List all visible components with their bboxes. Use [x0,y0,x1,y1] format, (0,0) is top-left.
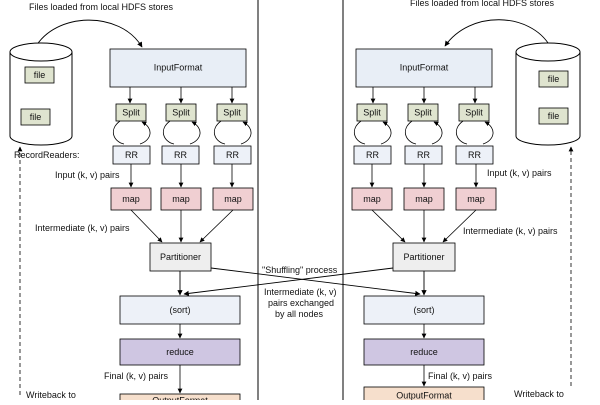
arrow-map-part-l3 [199,209,234,243]
rr-label-left-1: RR [125,150,138,160]
split-label-left-2: Split [172,107,190,117]
shuffling-label: "Shuffling" process [262,265,338,275]
final-pairs-label-right: Final (k, v) pairs [428,371,493,381]
inputformat-label-right: InputFormat [400,62,449,72]
partitioner-label-left: Partitioner [160,252,201,262]
exchanged-label-3: by all nodes [275,309,324,319]
rr-label-right-2: RR [417,150,430,160]
hdfs-store-left [9,42,73,146]
exchanged-label-1: Intermediate (k, v) [264,287,337,297]
file-to-inputformat-arrow-left [34,19,143,49]
loop-arrow-left-2b [189,121,201,145]
map-label-left-1: map [122,194,140,204]
split-box-right-1 [356,103,388,122]
rr-label-left-2: RR [174,150,187,160]
writeback-label-right: Writeback to [514,389,564,399]
inputformat-box-left [109,48,247,88]
rr-box-right-1 [353,145,392,165]
arrow-map-part-l1 [130,209,163,243]
input-pairs-label-left: Input (k, v) pairs [55,170,120,180]
shuffle-arrow-right-to-left [183,267,394,297]
arrow-map-part-r3 [442,209,477,243]
exchanged-label-2: pairs exchanged [268,298,334,308]
split-label-left-3: Split [223,107,241,117]
hdfs-store-right [515,42,581,146]
loop-arrow-right-1a [353,120,366,145]
loop-arrow-right-1b [380,121,392,145]
rr-label-right-3: RR [468,150,481,160]
rr-box-right-2 [404,145,443,165]
map-label-right-1: map [363,194,381,204]
rr-box-left-3 [213,145,252,165]
rr-box-right-3 [455,145,494,165]
outputformat-label-right: OutputFormat [396,390,452,400]
sort-box-right [363,295,485,325]
input-pairs-label-right: Input (k, v) pairs [487,168,552,178]
inputformat-label-left: InputFormat [154,62,203,72]
sort-box-left [119,295,241,325]
files-loaded-label-left: Files loaded from local HDFS stores [29,2,174,12]
rr-label-left-3: RR [226,150,239,160]
writeback-label-left: Writeback to [26,390,76,400]
partitioner-label-right: Partitioner [403,252,444,262]
reduce-label-left: reduce [166,347,194,357]
intermediate-pairs-label-right: Intermediate (k, v) pairs [463,226,558,236]
sort-label-left: (sort) [170,305,191,315]
file-label-left-1: file [34,70,46,80]
file-label-right-1: file [548,74,560,84]
loop-arrow-left-3b [240,121,252,145]
split-box-right-3 [458,103,490,122]
record-readers-label: RecordReaders: [14,150,80,160]
split-label-right-3: Split [465,107,483,117]
rr-box-left-2 [161,145,200,165]
rr-box-left-1 [112,145,151,165]
loop-arrow-right-3b [482,121,494,145]
inputformat-box-right [355,48,493,88]
split-label-right-2: Split [414,107,432,117]
file-box-right-2 [538,107,569,125]
files-loaded-label-right: Files loaded from local HDFS stores [410,0,555,8]
map-label-left-3: map [224,194,242,204]
split-box-right-2 [407,103,439,122]
split-label-right-1: Split [363,107,381,117]
loop-arrow-left-3a [213,120,226,145]
map-label-left-2: map [172,194,190,204]
loop-arrow-left-1a [112,120,125,145]
split-label-left-1: Split [122,107,140,117]
reduce-label-right: reduce [410,347,438,357]
split-box-left-1 [115,103,147,122]
loop-arrow-left-2a [162,120,175,145]
partitioner-box-left [149,242,212,272]
file-label-right-2: file [548,111,560,121]
intermediate-pairs-label-left: Intermediate (k, v) pairs [35,223,130,233]
file-label-left-2: file [30,112,42,122]
map-label-right-3: map [467,194,485,204]
shuffle-arrow-left-to-right [210,267,421,297]
loop-arrow-right-2a [404,120,417,145]
loop-arrow-right-3a [455,120,468,145]
arrow-map-part-r1 [371,209,406,243]
map-label-right-2: map [415,194,433,204]
loop-arrow-right-2b [431,121,443,145]
outputformat-label-left: OutputFormat [152,395,208,400]
final-pairs-label-left: Final (k, v) pairs [104,371,169,381]
reduce-box-left [119,338,241,366]
file-to-inputformat-arrow-right [444,19,551,47]
split-box-left-3 [216,103,248,122]
file-box-left-1 [24,66,55,84]
rr-label-right-1: RR [366,150,379,160]
loop-arrow-left-1b [139,121,151,145]
file-box-right-1 [538,70,569,88]
split-box-left-2 [165,103,197,122]
file-box-left-2 [20,108,51,126]
partitioner-box-right [392,242,456,272]
sort-label-right: (sort) [414,305,435,315]
